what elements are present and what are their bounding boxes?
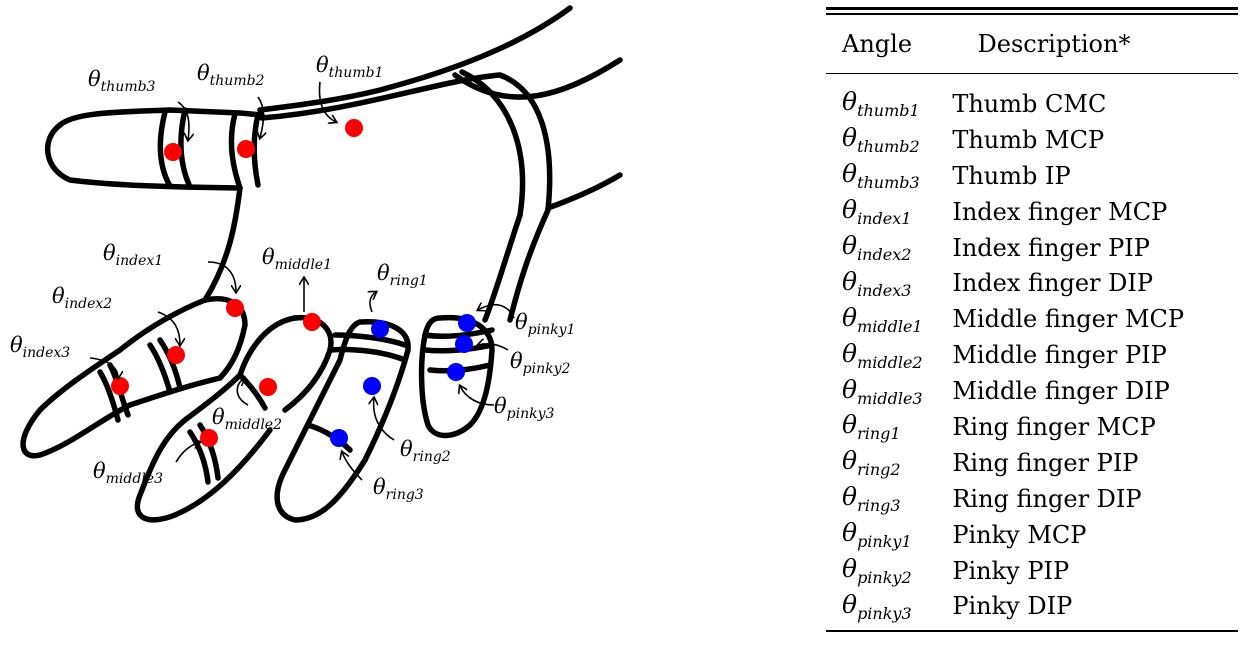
label-pinky1: θpinky1 (515, 310, 575, 338)
joint-ring2 (363, 377, 381, 395)
angle-cell: θindex2 (826, 230, 944, 266)
joint-thumb3 (164, 143, 182, 161)
description-cell: Thumb IP (944, 158, 1238, 194)
angle-cell: θpinky3 (826, 588, 944, 630)
label-pinky3: θpinky3 (494, 394, 555, 422)
joint-index2 (167, 346, 185, 364)
label-middle1: θmiddle1 (262, 245, 332, 273)
joint-pinky3 (447, 363, 465, 381)
label-middle2: θmiddle2 (212, 405, 282, 433)
joint-middle2 (259, 378, 277, 396)
joint-pinky1 (458, 314, 476, 332)
description-cell: Ring finger MCP (944, 409, 1238, 445)
label-index2: θindex2 (52, 284, 112, 312)
angle-cell: θmiddle1 (826, 301, 944, 337)
joint-index3 (111, 377, 129, 395)
description-cell: Index finger DIP (944, 265, 1238, 301)
header-description: Description* (970, 15, 1239, 73)
hand-joint-diagram: θthumb3 θthumb2 θthumb1 θindex1 θindex2 … (0, 0, 820, 658)
joint-pinky2 (455, 335, 473, 353)
joint-index1 (226, 299, 244, 317)
angle-cell: θmiddle3 (826, 373, 944, 409)
description-cell: Middle finger MCP (944, 301, 1238, 337)
angle-cell: θthumb2 (826, 122, 944, 158)
description-cell: Index finger MCP (944, 194, 1238, 230)
label-index1: θindex1 (103, 241, 163, 269)
header-angle: Angle (826, 15, 970, 73)
angle-cell: θring2 (826, 445, 944, 481)
description-cell: Thumb MCP (944, 122, 1238, 158)
label-ring2: θring2 (400, 437, 451, 465)
joint-middle1 (303, 313, 321, 331)
joint-ring3 (330, 429, 348, 447)
description-cell: Pinky PIP (944, 553, 1238, 589)
table-bottom-rule (826, 630, 1238, 632)
joint-ring1 (371, 320, 389, 338)
angle-cell: θthumb1 (826, 74, 944, 122)
label-index3: θindex3 (10, 333, 70, 361)
angle-cell: θthumb3 (826, 158, 944, 194)
label-thumb2: θthumb2 (197, 61, 265, 89)
label-ring3: θring3 (373, 475, 424, 503)
angle-cell: θmiddle2 (826, 337, 944, 373)
description-cell: Index finger PIP (944, 230, 1238, 266)
description-cell: Ring finger DIP (944, 481, 1238, 517)
description-cell: Thumb CMC (944, 74, 1238, 122)
table-top-rule (826, 7, 1238, 10)
description-cell: Pinky MCP (944, 517, 1238, 553)
joint-labels: θthumb3 θthumb2 θthumb1 θindex1 θindex2 … (10, 53, 575, 503)
joint-thumb1 (345, 119, 363, 137)
angle-cell: θindex3 (826, 265, 944, 301)
label-thumb3: θthumb3 (88, 67, 156, 95)
angle-cell: θpinky2 (826, 553, 944, 589)
description-cell: Pinky DIP (944, 588, 1238, 630)
label-thumb1: θthumb1 (316, 53, 383, 81)
label-pinky2: θpinky2 (510, 349, 571, 377)
joint-thumb2 (237, 140, 255, 158)
description-cell: Ring finger PIP (944, 445, 1238, 481)
angle-cell: θring3 (826, 481, 944, 517)
joint-middle3 (200, 429, 218, 447)
angle-cell: θring1 (826, 409, 944, 445)
table-header-row: Angle Description* (826, 15, 1238, 73)
angle-cell: θpinky1 (826, 517, 944, 553)
annotation-arrows (90, 82, 514, 480)
description-cell: Middle finger PIP (944, 337, 1238, 373)
angle-table: Angle Description* (826, 15, 1238, 73)
description-cell: Middle finger DIP (944, 373, 1238, 409)
label-ring1: θring1 (377, 261, 428, 289)
angle-cell: θindex1 (826, 194, 944, 230)
